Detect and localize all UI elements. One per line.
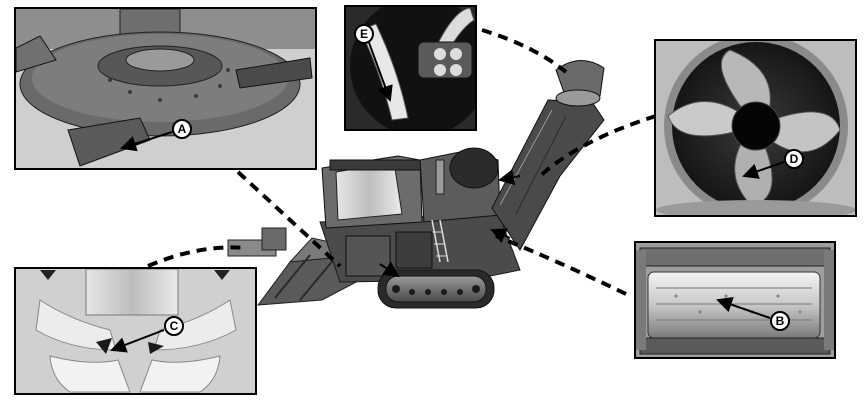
callout-arrow-d	[742, 161, 785, 179]
machine-pointers	[379, 169, 521, 278]
callout-label: B	[776, 314, 785, 328]
inset-feed-rollers	[14, 267, 257, 395]
callout-b: B	[770, 311, 790, 331]
callout-a: A	[172, 119, 192, 139]
callout-arrow-b	[716, 297, 771, 319]
callout-arrows	[110, 39, 785, 353]
callout-c: C	[164, 316, 184, 336]
leader-line-a	[236, 170, 342, 268]
callout-label: D	[790, 152, 799, 166]
harvester-machine	[227, 60, 605, 309]
inset-base-cutter	[14, 7, 317, 170]
callout-circle	[354, 24, 374, 44]
callout-circle	[784, 149, 804, 169]
inset-primary-extractor	[654, 39, 857, 217]
callout-label: E	[360, 27, 368, 41]
leader-line-c	[147, 245, 247, 268]
callout-label: C	[170, 319, 179, 333]
leader-lines	[147, 28, 657, 296]
callout-arrow-c	[110, 329, 165, 353]
callout-arrow-a	[120, 131, 173, 152]
callout-arrow-e	[367, 39, 393, 102]
leader-line-b	[495, 234, 627, 296]
callout-circle	[164, 316, 184, 336]
callout-circle	[770, 311, 790, 331]
callout-e: E	[354, 24, 374, 44]
inset-secondary-extractor	[344, 5, 477, 131]
callout-circle	[172, 119, 192, 139]
callout-badges: A B C D E	[164, 24, 804, 336]
leader-line-d	[538, 114, 657, 178]
callout-d: D	[784, 149, 804, 169]
inset-chopper-drum	[634, 241, 836, 359]
leader-line-e	[481, 28, 568, 74]
callout-label: A	[178, 122, 187, 136]
